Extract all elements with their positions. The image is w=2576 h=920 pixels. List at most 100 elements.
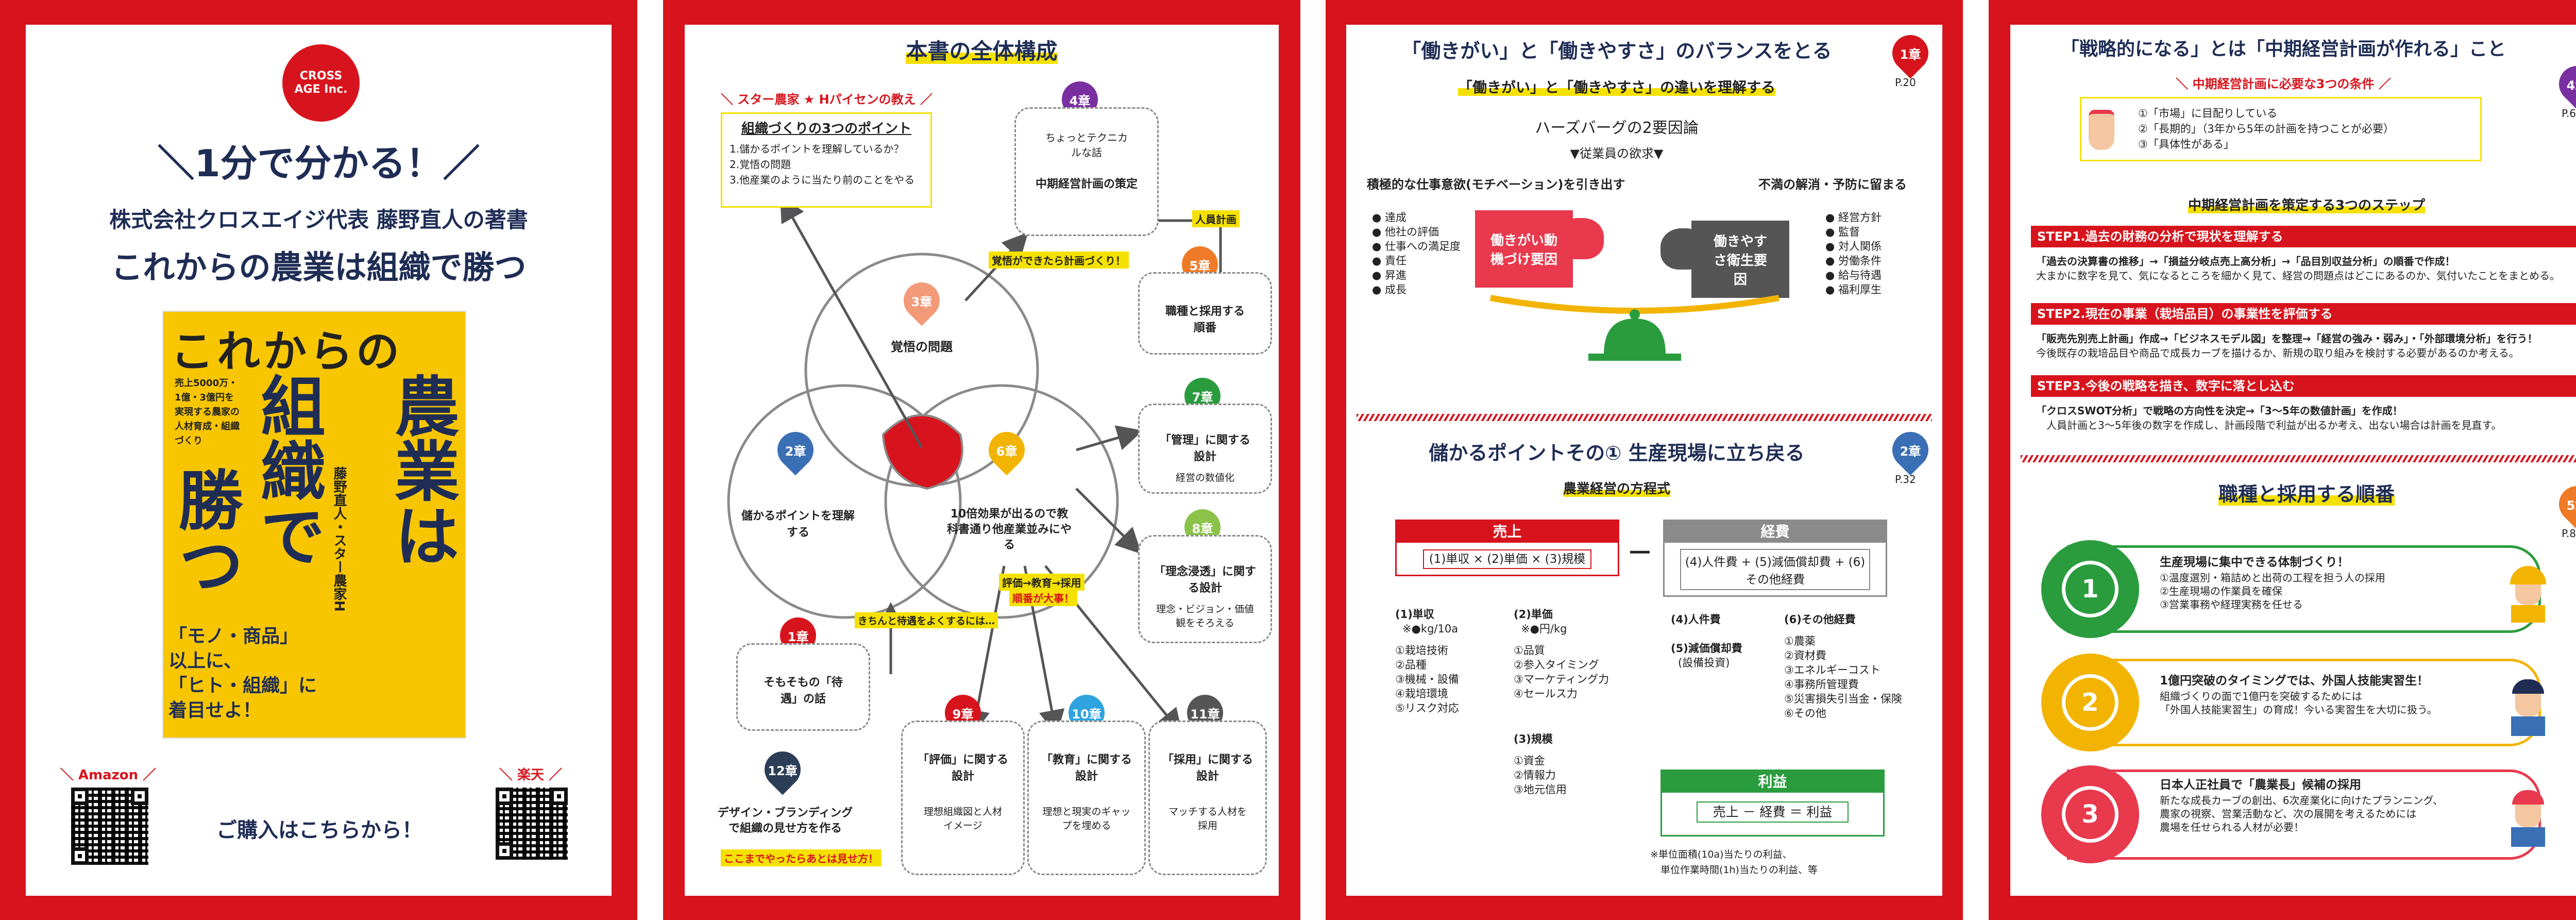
herzberg-subtitle-text: 「働きがい」と「働きやすさ」の違いを理解する <box>1458 79 1775 96</box>
r3-item: 新たな成長カーブの創出、6次産業化に向けたプランニング、 <box>2160 794 2444 807</box>
section-divider-2 <box>2021 455 2576 462</box>
motivator-text: 働きがい動機づけ要因 <box>1490 233 1558 267</box>
panel-structure-inner: 本書の全体構成 ＼ スター農家 ★ Hパイセンの教え ／ 組 <box>685 25 1279 896</box>
chapter-6-pin: 6章 <box>981 424 1032 476</box>
c2-item: ②参入タイミング <box>1514 659 1599 671</box>
right-head: 不満の解消・予防に留まる <box>1758 177 1907 192</box>
cond-head: ＼ 中期経営計画に必要な3つの条件 ／ <box>2176 77 2391 91</box>
hiring-row-2-number: 2 <box>2065 678 2115 727</box>
panel-strategy-inner: 「戦略的になる」とは「中期経営計画が作れる」こと 4章 P.67 ＼ 中期経営計… <box>2010 25 2576 896</box>
r1-item: ③営業事務や経理実務を任せる <box>2160 598 2303 611</box>
hiring-row-3-badge: 3 <box>2041 765 2139 863</box>
profit-head: 利益 <box>1662 771 1883 793</box>
panel-herzberg: 「働きがい」と「働きやすさ」のバランスをとる 1章 P.20 「働きがい」と「働… <box>1326 0 1963 920</box>
chapter-12-text: デザイン・ブランディングで組織の見せ方を作る <box>717 807 853 835</box>
venn-center-highlight <box>882 414 963 490</box>
worker-helmet-icon <box>2505 566 2551 623</box>
three-point-2: 2.覚悟の問題 <box>730 158 791 171</box>
sales-formula-text: (1)単収 × (2)単価 × (3)規模 <box>1422 549 1592 569</box>
label-flow: 評価→教育→採用 <box>999 574 1084 591</box>
left-item: ● 責任 <box>1372 255 1406 267</box>
cost-column-1: (1)単収 ※●kg/10a ①栽培技術 ②品種 ③機械・設備 ④栽培環境 ⑤リ… <box>1395 607 1459 715</box>
minus-sign: － <box>1627 538 1653 568</box>
c2-item: ③マーケティング力 <box>1514 673 1609 685</box>
hiring-row-1-badge: 1 <box>2041 540 2139 638</box>
book-cover: これからの 売上5000万・1億・3億円を実現する農家の人材育成・組織づくり 農… <box>162 311 466 739</box>
cover-top: これからの <box>171 326 403 377</box>
c6-item: ⑤災害損失引当金・保険 <box>1784 693 1902 705</box>
chapter-11-text: 「採用」に関する設計 <box>1162 754 1253 783</box>
chapter-5-text: 職種と採用する順番 <box>1165 305 1245 334</box>
herzberg-title: 「働きがい」と「働きやすさ」のバランスをとる <box>1401 40 1832 62</box>
formula-head-text: 農業経営の方程式 <box>1563 481 1670 497</box>
profit-note-1: ※単位面積(10a)当たりの利益、 <box>1650 849 1792 860</box>
c3-item: ②情報力 <box>1514 769 1556 781</box>
section-divider <box>1357 414 1932 421</box>
left-item: ● 他社の評価 <box>1372 226 1439 238</box>
rakuten-qr-code[interactable] <box>496 788 568 860</box>
c3-head: (3)規模 <box>1514 733 1553 745</box>
c1-item: ④栽培環境 <box>1395 688 1448 700</box>
chapter-9-text: 「評価」に関する設計 <box>917 754 1008 783</box>
herzberg-subtitle: 「働きがい」と「働きやすさ」の違いを理解する <box>1346 76 1887 97</box>
cover-catch-2: 以上に、 <box>168 650 242 672</box>
herzberg-desire: ▼従業員の欲求▼ <box>1570 146 1664 161</box>
left-item: ● 成長 <box>1372 283 1406 296</box>
right-item: ● 労働条件 <box>1825 255 1882 267</box>
strategy-page: P.67 <box>2562 107 2576 120</box>
strategy-title: 「戦略的になる」とは「中期経営計画が作れる」こと <box>2060 39 2506 60</box>
panel-strategy: 「戦略的になる」とは「中期経営計画が作れる」こと 4章 P.67 ＼ 中期経営計… <box>1989 0 2576 920</box>
expense-head: 経費 <box>1665 521 1886 543</box>
chapter-10-text: 「教育」に関する設計 <box>1041 754 1132 783</box>
step2-text-a: 「販売先別売上計画」作成→「ビジネスモデル図」を整理→「経営の強み・弱み」・「外… <box>2036 332 2538 345</box>
c6-item: ⑥その他 <box>1784 707 1826 720</box>
r1-head: 生産現場に集中できる体制づくり！ <box>2160 556 2349 569</box>
sales-box: 売上 (1)単収 × (2)単価 × (3)規模 <box>1395 520 1619 576</box>
hiring-row-1-text: 生産現場に集中できる体制づくり！ ①温度選別・箱詰めと出荷の工程を担う人の採用 … <box>2160 556 2489 611</box>
farmer-cap-icon <box>2505 790 2551 847</box>
r3-item: 農場を任せられる人材が必要！ <box>2160 821 2304 833</box>
structure-title: 本書の全体構成 <box>685 34 1279 65</box>
amazon-qr-code[interactable] <box>71 788 148 865</box>
right-item: ● 経営方針 <box>1825 211 1882 224</box>
worker-cap-icon <box>2505 679 2551 736</box>
cover-catch-4: 着目せよ！ <box>168 700 262 721</box>
label-jinzai: 人員計画 <box>1192 210 1240 227</box>
chapter-8-box: 「理念浸透」に関する設計 理念・ビジョン・価値観をそろえる <box>1138 535 1272 643</box>
c6-item: ③エネルギーコスト <box>1784 664 1880 676</box>
rakuten-label: ＼ 楽天 ／ <box>499 767 563 783</box>
chapter-2-text: 儲かるポイントを理解する <box>741 510 855 539</box>
motivator-box: 働きがい動機づけ要因 <box>1475 210 1573 288</box>
c3-item: ①資金 <box>1514 755 1545 767</box>
c2-item: ④セールス力 <box>1514 688 1578 700</box>
steps-head: 中期経営計画を策定する3つのステップ <box>2010 195 2576 214</box>
step1-text-b: 大まかに数字を見て、気になるところを細かく見て、経営の問題点はどこにあるのか、気… <box>2036 270 2560 282</box>
sales-head: 売上 <box>1397 521 1618 543</box>
hygiene-text: 働きやすさ衛生要因 <box>1713 233 1767 288</box>
step1-bar: STEP1.過去の財務の分析で現状を理解する <box>2031 226 2576 247</box>
cost-column-4: (6)その他経費 ①農薬 ②資材費 ③エネルギーコスト ④事務所管理費 ⑤災害損… <box>1784 612 1902 721</box>
boxing-glove-red-icon <box>1557 218 1604 259</box>
hpaisen-banner: ＼ スター農家 ★ Hパイセンの教え ／ <box>721 92 933 107</box>
book-title: これからの農業は組織で勝つ <box>111 248 527 286</box>
hiring-page: P.89 <box>2562 527 2576 540</box>
right-item: ● 給与待遇 <box>1825 269 1882 281</box>
r2-item: 組織づくりの面で1億円を突破するためには <box>2160 690 2362 702</box>
chapter-10-box: 「教育」に関する設計 理想と現実のギャップを埋める <box>1027 721 1146 875</box>
profit-formula: 売上 － 経費 ＝ 利益 <box>1662 801 1883 823</box>
cover-catch-1: 「モノ・商品」 <box>168 626 299 647</box>
c5-unit: (設備投資) <box>1678 657 1730 669</box>
hygiene-box: 働きやすさ衛生要因 <box>1691 221 1789 298</box>
right-item: ● 福利厚生 <box>1825 283 1882 296</box>
amazon-label: ＼ Amazon ／ <box>60 767 157 783</box>
hiring-row-2-text: 1億円突破のタイミングでは、外国人技能実習生！ 組織づくりの面で1億円を突破する… <box>2160 674 2500 716</box>
c1-item: ①栽培技術 <box>1395 644 1448 657</box>
author-line: 株式会社クロスエイジ代表 藤野直人の著書 <box>109 207 528 232</box>
left-items: ● 達成 ● 他社の評価 ● 仕事への満足度 ● 責任 ● 昇進 ● 成長 <box>1372 210 1461 297</box>
rakuten-label-text: 楽天 <box>517 767 544 783</box>
c1-head: (1)単収 <box>1395 608 1434 621</box>
cond-item: ①「市場」に目配りしている <box>2138 107 2278 120</box>
c6-head: (6)その他経費 <box>1784 613 1856 626</box>
panel-herzberg-inner: 「働きがい」と「働きやすさ」のバランスをとる 1章 P.20 「働きがい」と「働… <box>1346 25 1942 896</box>
step1-text: 「過去の決算書の推移」→「損益分岐点売上高分析」→「品目別収益分析」の順番で作成… <box>2036 254 2576 283</box>
